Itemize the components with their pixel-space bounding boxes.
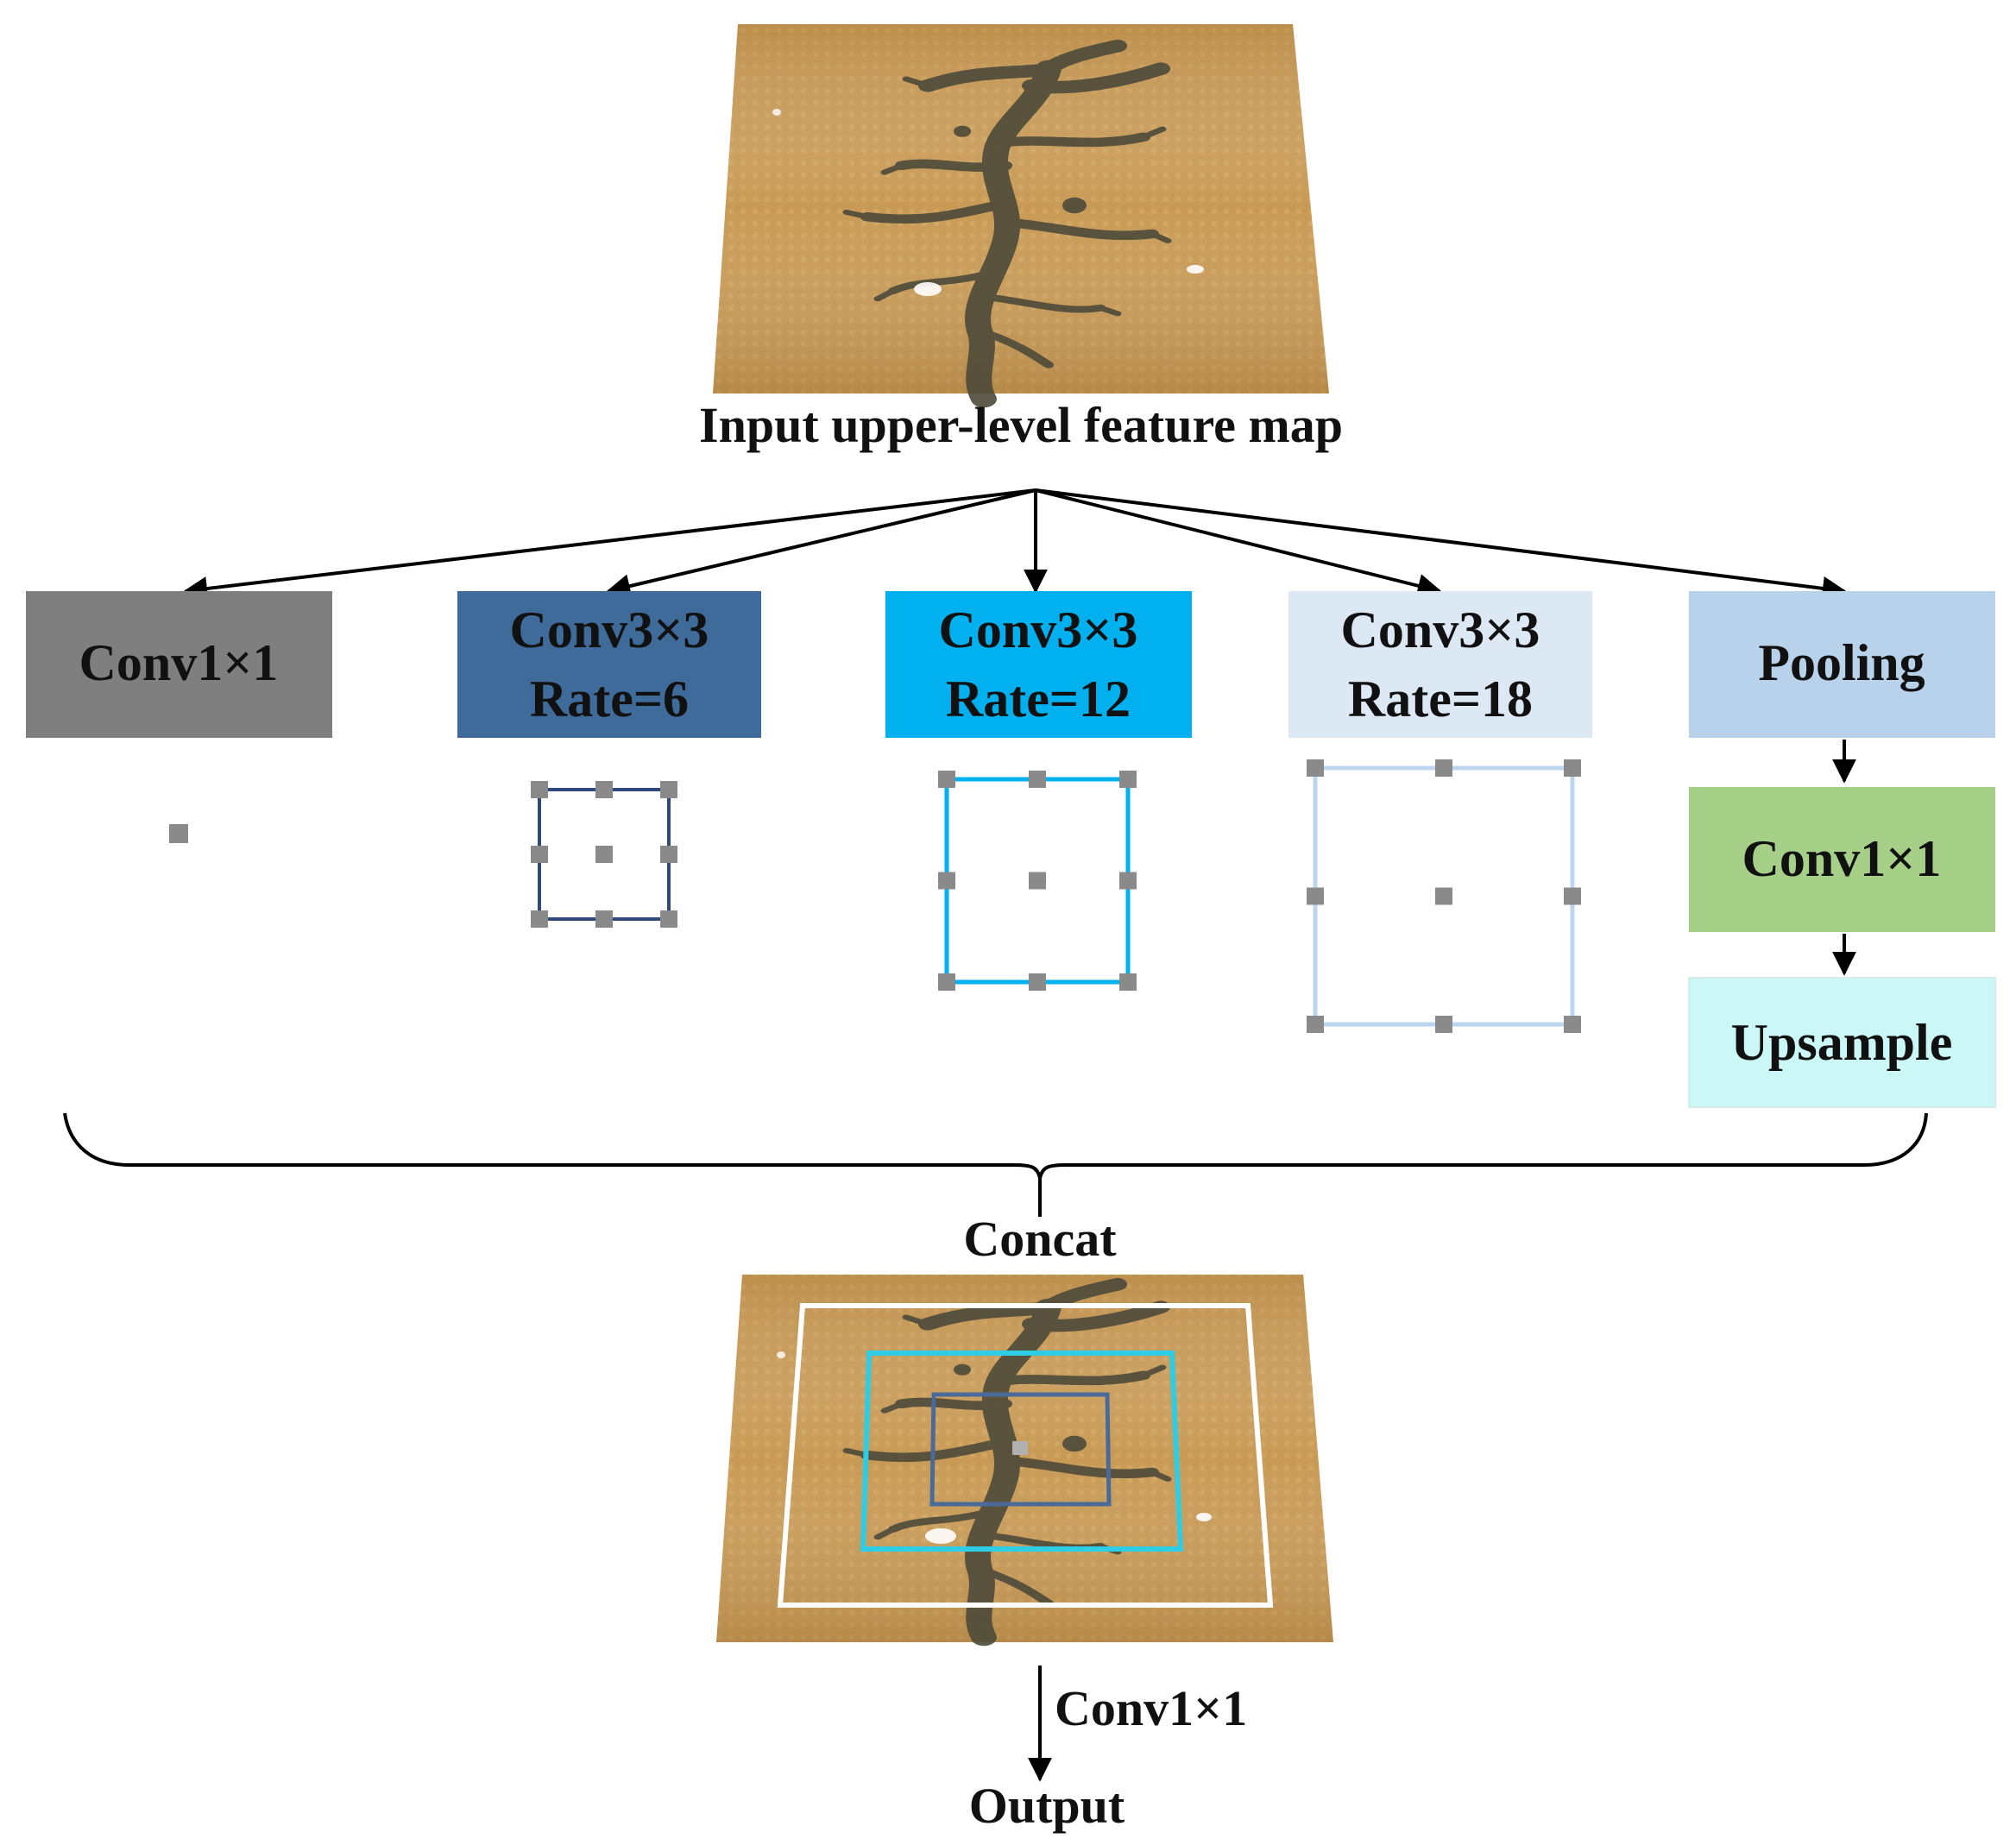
kernel-dot — [660, 910, 677, 928]
branch-label: Conv1×1 — [79, 634, 279, 691]
kernel-dot — [169, 824, 188, 843]
branch-rate-label: Rate=6 — [530, 671, 689, 727]
kernel-dot — [1307, 759, 1324, 777]
branch-conv3x3-rate12: Conv3×3 Rate=12 — [885, 591, 1192, 738]
final-conv-label: Conv1×1 — [1055, 1680, 1247, 1736]
receptive-field-outer — [777, 1303, 1274, 1608]
branch-rate-label: Rate=18 — [1348, 671, 1533, 727]
kernel-dot — [1029, 872, 1046, 890]
branch-rate-label: Rate=12 — [946, 671, 1131, 727]
kernel-dot — [660, 781, 677, 798]
kernel-dot — [1029, 973, 1046, 991]
kernel-dot — [1119, 771, 1137, 788]
branch-conv1x1: Conv1×1 — [26, 591, 332, 738]
kernel-rate12 — [938, 771, 1137, 991]
branch-box — [26, 591, 332, 738]
kernel-dot — [1307, 1016, 1324, 1033]
input-feature-map — [713, 24, 1329, 399]
input-caption: Input upper-level feature map — [699, 397, 1343, 453]
branch-label: Pooling — [1758, 634, 1925, 691]
kernel-dot — [1564, 887, 1581, 905]
arrow-to-conv1x1 — [183, 488, 1036, 601]
kernel-rate6 — [531, 781, 677, 928]
concat-brace — [63, 1112, 1928, 1179]
kernel-dot — [1029, 771, 1046, 788]
kernel-dot — [595, 781, 613, 798]
kernel-dot — [1435, 887, 1452, 905]
branch-conv3x3-rate6: Conv3×3 Rate=6 — [457, 591, 761, 738]
kernel-dot — [1564, 759, 1581, 777]
kernel-dot — [938, 872, 955, 890]
branch-box — [457, 591, 761, 738]
kernel-dot — [531, 781, 548, 798]
upsample-label: Upsample — [1731, 1014, 1953, 1071]
kernel-dot — [1435, 759, 1452, 777]
branch-label: Conv3×3 — [1341, 601, 1540, 658]
kernel-dot — [595, 846, 613, 863]
kernel-dot — [531, 910, 548, 928]
branch-conv3x3-rate18: Conv3×3 Rate=18 — [1288, 591, 1592, 738]
branch-label: Conv3×3 — [510, 601, 709, 658]
kernel-dot — [938, 973, 955, 991]
output-label: Output — [969, 1778, 1125, 1834]
output-feature-map — [716, 1275, 1333, 1642]
arrow-to-rate6 — [606, 488, 1036, 598]
branch-box — [1689, 591, 1995, 738]
concat-label: Concat — [963, 1211, 1117, 1267]
center-pixel — [1012, 1441, 1028, 1455]
arrow-to-rate18 — [1035, 488, 1442, 598]
kernel-dot — [1119, 973, 1137, 991]
kernel-dot — [531, 846, 548, 863]
kernel-dot — [660, 846, 677, 863]
kernel-dot — [1564, 1016, 1581, 1033]
pooling-chain: Conv1×1 Upsample — [1688, 740, 1996, 1108]
receptive-field-middle — [860, 1351, 1184, 1552]
branch-label: Conv3×3 — [939, 601, 1138, 658]
pool-conv1x1-label: Conv1×1 — [1742, 830, 1942, 887]
branch-arrows — [183, 488, 1847, 601]
receptive-field-inner — [929, 1392, 1112, 1507]
kernel-conv1x1 — [169, 824, 188, 843]
upsample-box — [1688, 977, 1996, 1108]
branch-box — [885, 591, 1192, 738]
pool-conv1x1-box — [1689, 787, 1995, 932]
kernel-dot — [1307, 887, 1324, 905]
kernel-dot — [1435, 1016, 1452, 1033]
kernel-dot — [1119, 872, 1137, 890]
kernel-dot — [595, 910, 613, 928]
branch-box — [1288, 591, 1592, 738]
kernel-rate18 — [1307, 759, 1581, 1033]
arrow-to-pooling — [1035, 488, 1847, 601]
branch-pooling: Pooling — [1689, 591, 1995, 738]
kernel-dot — [938, 771, 955, 788]
